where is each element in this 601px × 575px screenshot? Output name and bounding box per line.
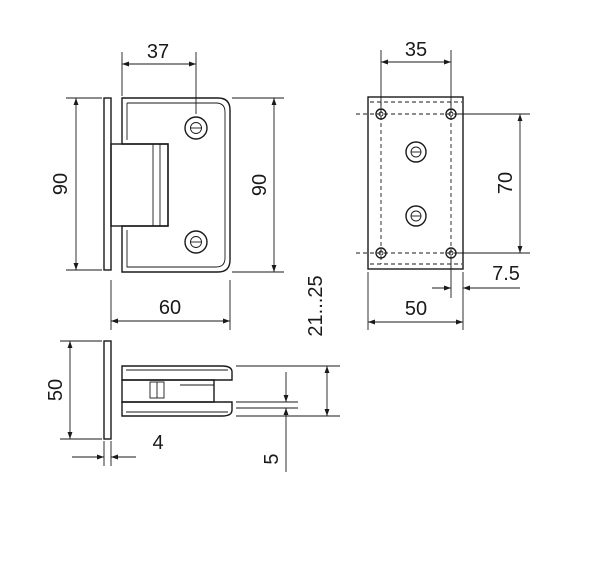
bottom-dim-gap: 5	[261, 453, 283, 464]
side-hole-bottom-left	[375, 247, 387, 259]
bottom-hinge-body	[121, 379, 215, 403]
side-dim-hole-spacing: 70	[495, 172, 517, 194]
side-screw-top	[405, 141, 427, 163]
front-pivot-block	[110, 143, 169, 227]
bottom-view: 50 4 21...25 5	[45, 275, 340, 472]
bottom-clamp-bottom	[121, 401, 233, 417]
side-view: 35 70 50 7.5	[356, 39, 530, 330]
front-hinge-inner-outline	[126, 102, 226, 268]
front-dim-left-height: 90	[50, 173, 72, 195]
side-dim-edge-offset: 7.5	[492, 263, 520, 285]
side-screw-bottom	[405, 205, 427, 227]
front-screw-top	[184, 116, 208, 140]
bottom-dim-glass-range: 21...25	[305, 275, 327, 336]
front-dim-bottom-width: 60	[159, 297, 181, 319]
bottom-wall-plate	[103, 340, 112, 440]
bottom-dim-left-height: 50	[45, 379, 67, 401]
bottom-dim-plate-thickness: 4	[152, 432, 163, 454]
front-dim-top-width: 37	[147, 41, 169, 63]
front-screw-bottom	[184, 230, 208, 254]
side-dim-top-width: 35	[405, 39, 427, 61]
front-dim-right-height: 90	[249, 174, 271, 196]
side-hole-top-left	[375, 108, 387, 120]
side-plate	[367, 96, 464, 270]
front-hinge-body	[121, 97, 231, 273]
side-dim-bottom-width: 50	[405, 298, 427, 320]
front-view: 37 90 90 60	[50, 41, 284, 330]
side-hole-top-right	[445, 108, 457, 120]
front-wall-plate	[103, 97, 112, 271]
bottom-clamp-top	[121, 365, 233, 381]
